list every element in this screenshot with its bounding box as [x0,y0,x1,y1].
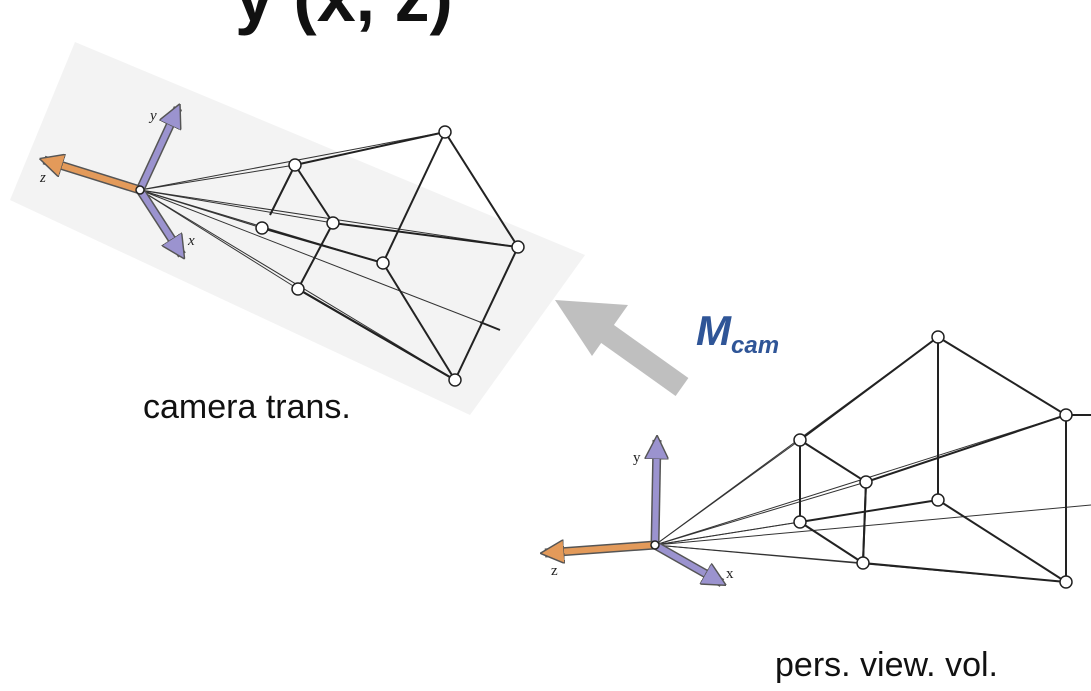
camera-view-group: y x z [10,42,585,415]
camera-view-vertices [255,125,525,387]
camera-z-label: z [39,170,46,186]
camera-z-axis-fill [44,160,141,193]
camera-x-label: x [187,233,195,249]
transform-label-subscript: cam [731,332,780,359]
pers-z-axis-fill [545,545,656,553]
pers-x-label: x [726,566,734,582]
perspective-view-frustum [799,335,1091,584]
transform-label: Mcam [696,310,779,358]
perspective-view-group: y x z [545,330,1091,589]
transform-label-main: M [696,307,731,354]
pers-z-label: z [551,563,558,579]
pers-x-axis-fill [653,542,722,583]
pers-y-axis-fill [655,440,657,546]
camera-y-axis-fill [137,108,178,192]
perspective-view-rays [654,336,1091,583]
camera-x-axis-fill [137,188,182,255]
pers-origin [650,540,660,550]
pers-y-label: y [633,450,641,466]
perspective-view-vertices [793,330,1073,589]
camera-trans-caption: camera trans. [143,388,351,426]
camera-y-label: y [148,108,157,124]
camera-origin [135,185,145,195]
camera-view-shadow [10,42,585,415]
page-title-fragment: y (x, z) [235,0,453,32]
transform-arrow [555,300,689,396]
pers-view-vol-caption: pers. view. vol. [775,646,998,684]
